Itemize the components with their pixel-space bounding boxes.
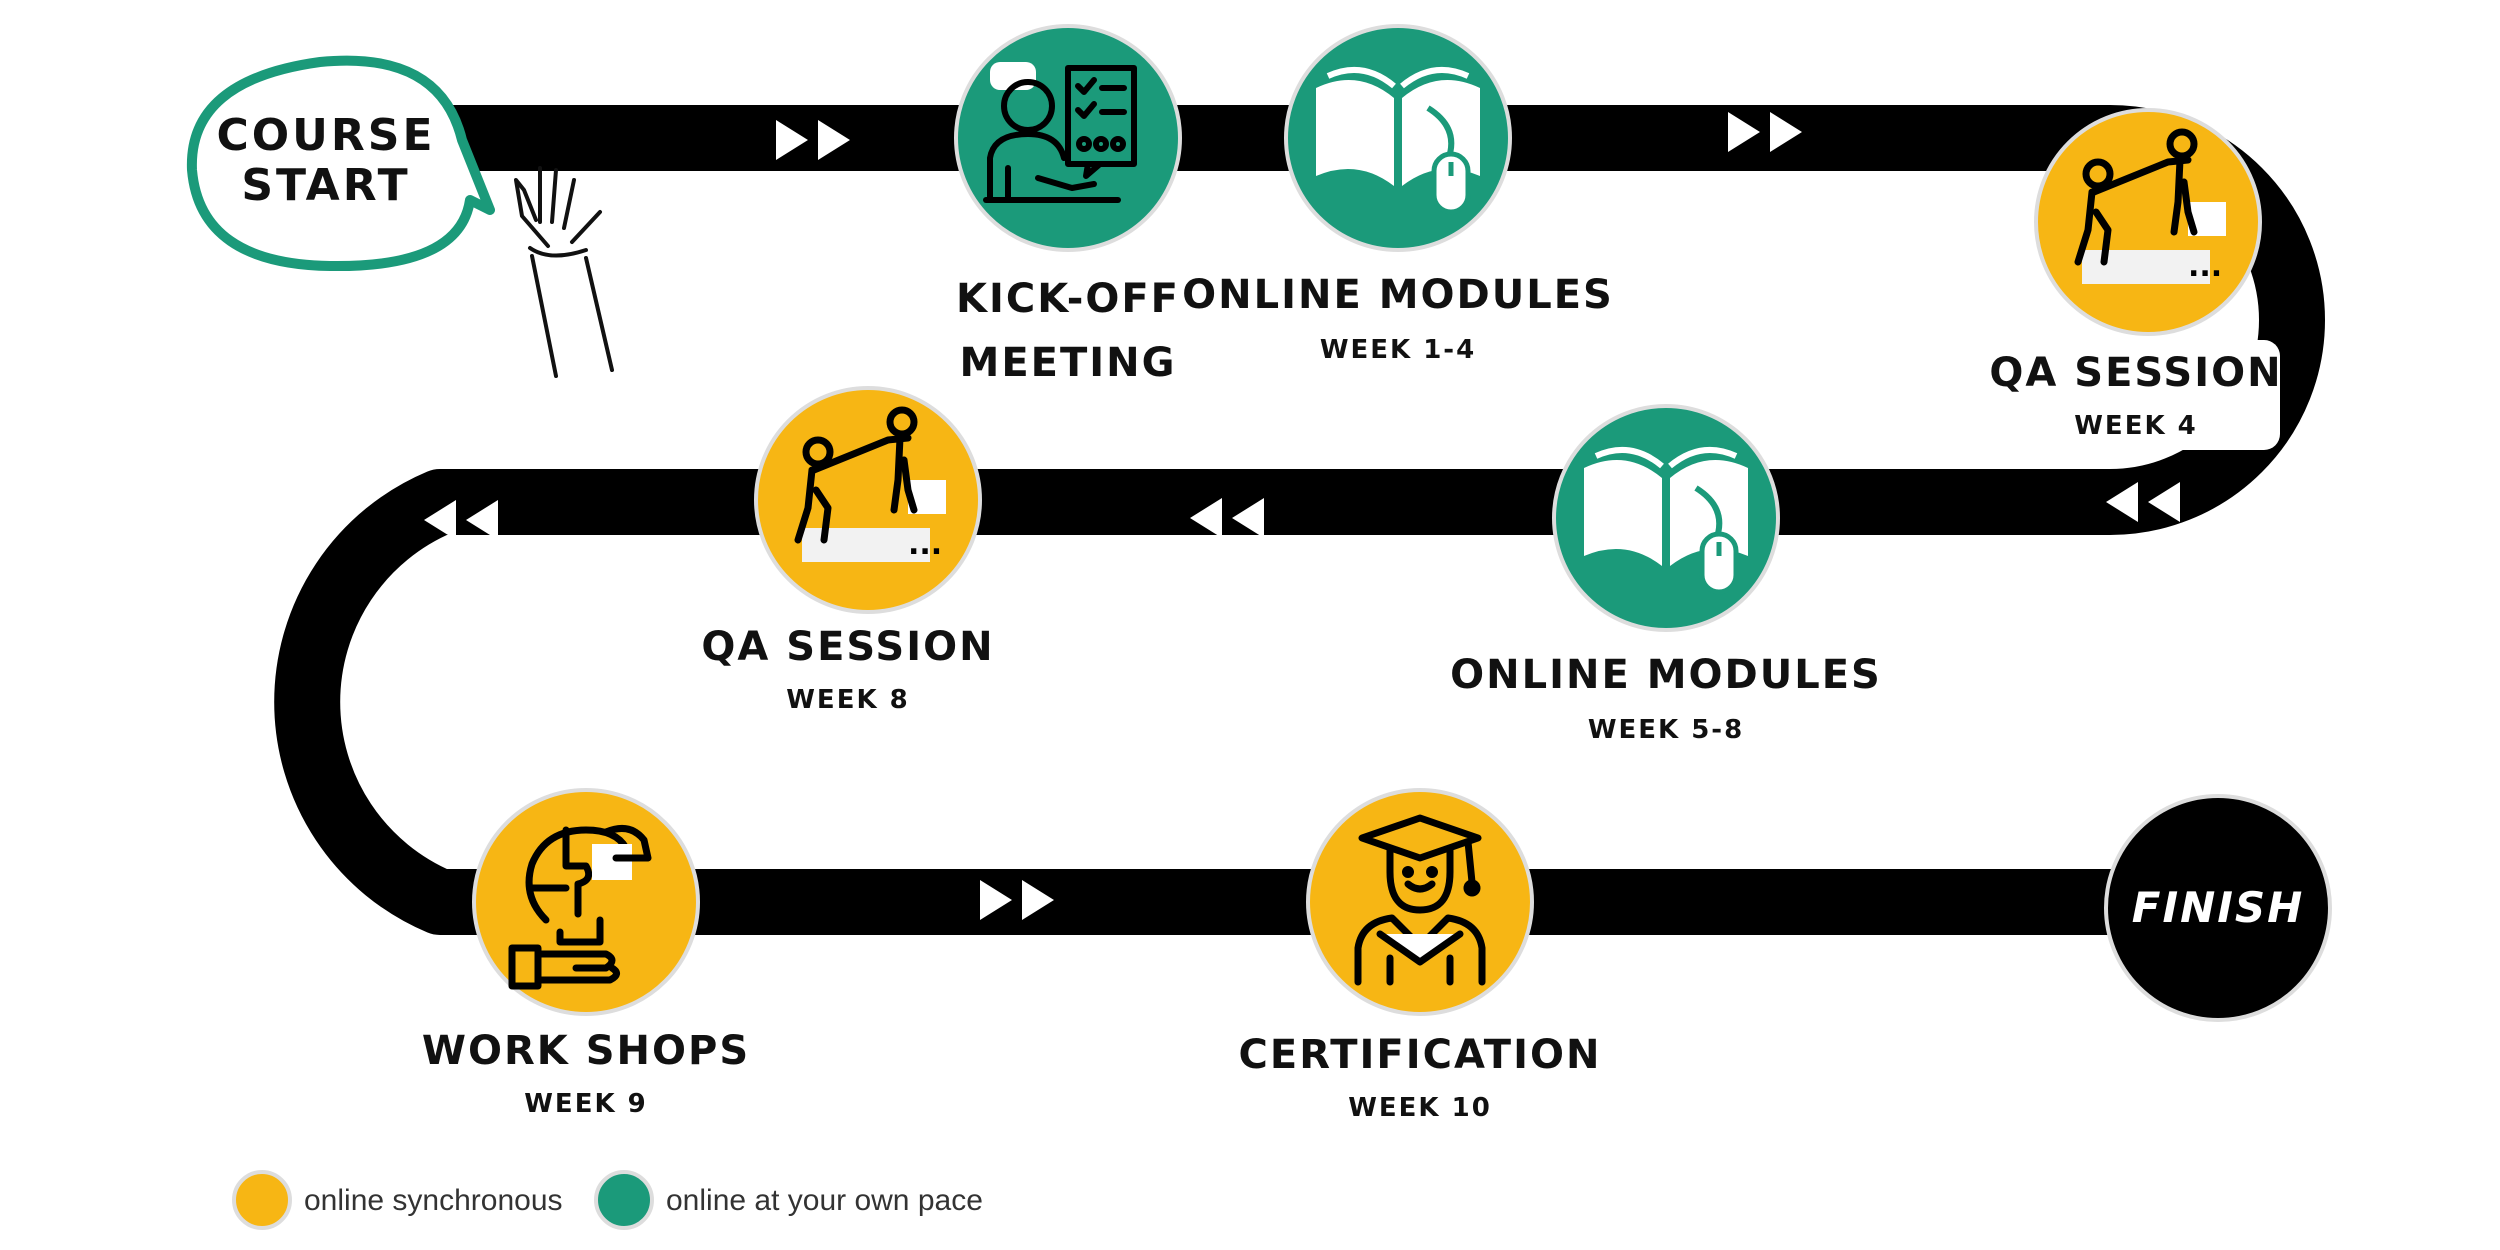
arrow-left-2 <box>2148 482 2180 522</box>
milestone-online-modules-2 <box>1552 404 1780 632</box>
qa-session-week8-title: QA SESSION <box>701 624 994 670</box>
milestone-workshops <box>472 788 700 1016</box>
arrow-left-5 <box>424 500 456 540</box>
course-start-line1: COURSE <box>216 110 435 161</box>
certification-title: CERTIFICATION <box>1239 1032 1602 1078</box>
direction-arrows <box>424 112 2180 920</box>
waving-hand-icon <box>514 166 614 378</box>
milestone-certification <box>1306 788 1534 1016</box>
arrow-left-3 <box>1190 498 1222 538</box>
milestone-online-modules-1 <box>1284 24 1512 252</box>
qa-label-backdrop <box>1990 340 2280 450</box>
speech-bubble <box>186 55 495 272</box>
milestone-qa-session-week8 <box>754 386 982 614</box>
legend-swatch-own-pace <box>594 1170 654 1230</box>
qa-session-week4-title: QA SESSION <box>1989 350 2282 396</box>
arrow-right-1 <box>776 120 808 160</box>
finish-label: FINISH <box>2132 883 2305 932</box>
course-road <box>274 105 2325 935</box>
milestone-kick-off <box>954 24 1182 252</box>
arrow-right-2 <box>818 120 850 160</box>
arrow-left-1 <box>2106 482 2138 522</box>
arrow-right-4 <box>1770 112 1802 152</box>
qa-session-week4-week: WEEK 4 <box>2074 411 2198 441</box>
workshops-week: WEEK 9 <box>524 1089 648 1119</box>
course-start-line2: START <box>241 160 410 211</box>
arrow-right-3 <box>1728 112 1760 152</box>
online-modules-1-week: WEEK 1-4 <box>1320 335 1476 365</box>
online-modules-2-week: WEEK 5-8 <box>1588 715 1744 745</box>
online-modules-1-title: ONLINE MODULES <box>1182 272 1614 318</box>
milestone-qa-session-week4 <box>2034 108 2262 336</box>
legend-label-own-pace: online at your own pace <box>666 1184 983 1217</box>
qa-session-week8-week: WEEK 8 <box>786 685 910 715</box>
kick-off-title: KICK-OFF <box>956 276 1180 322</box>
arrow-left-4 <box>1232 498 1264 538</box>
certification-week: WEEK 10 <box>1348 1093 1492 1123</box>
kick-off-title-line2: MEETING <box>960 340 1177 386</box>
arrow-right-6 <box>1022 880 1054 920</box>
finish-circle: FINISH <box>2104 794 2332 1022</box>
arrow-right-5 <box>980 880 1012 920</box>
online-modules-2-title: ONLINE MODULES <box>1450 652 1882 698</box>
workshops-title: WORK SHOPS <box>422 1028 750 1074</box>
course-start-bubble: COURSE START <box>186 55 495 272</box>
legend-label-synchronous: online synchronous <box>304 1184 563 1217</box>
legend-swatch-synchronous <box>232 1170 292 1230</box>
legend: online synchronous online at your own pa… <box>232 1170 983 1230</box>
arrow-left-6 <box>466 500 498 540</box>
